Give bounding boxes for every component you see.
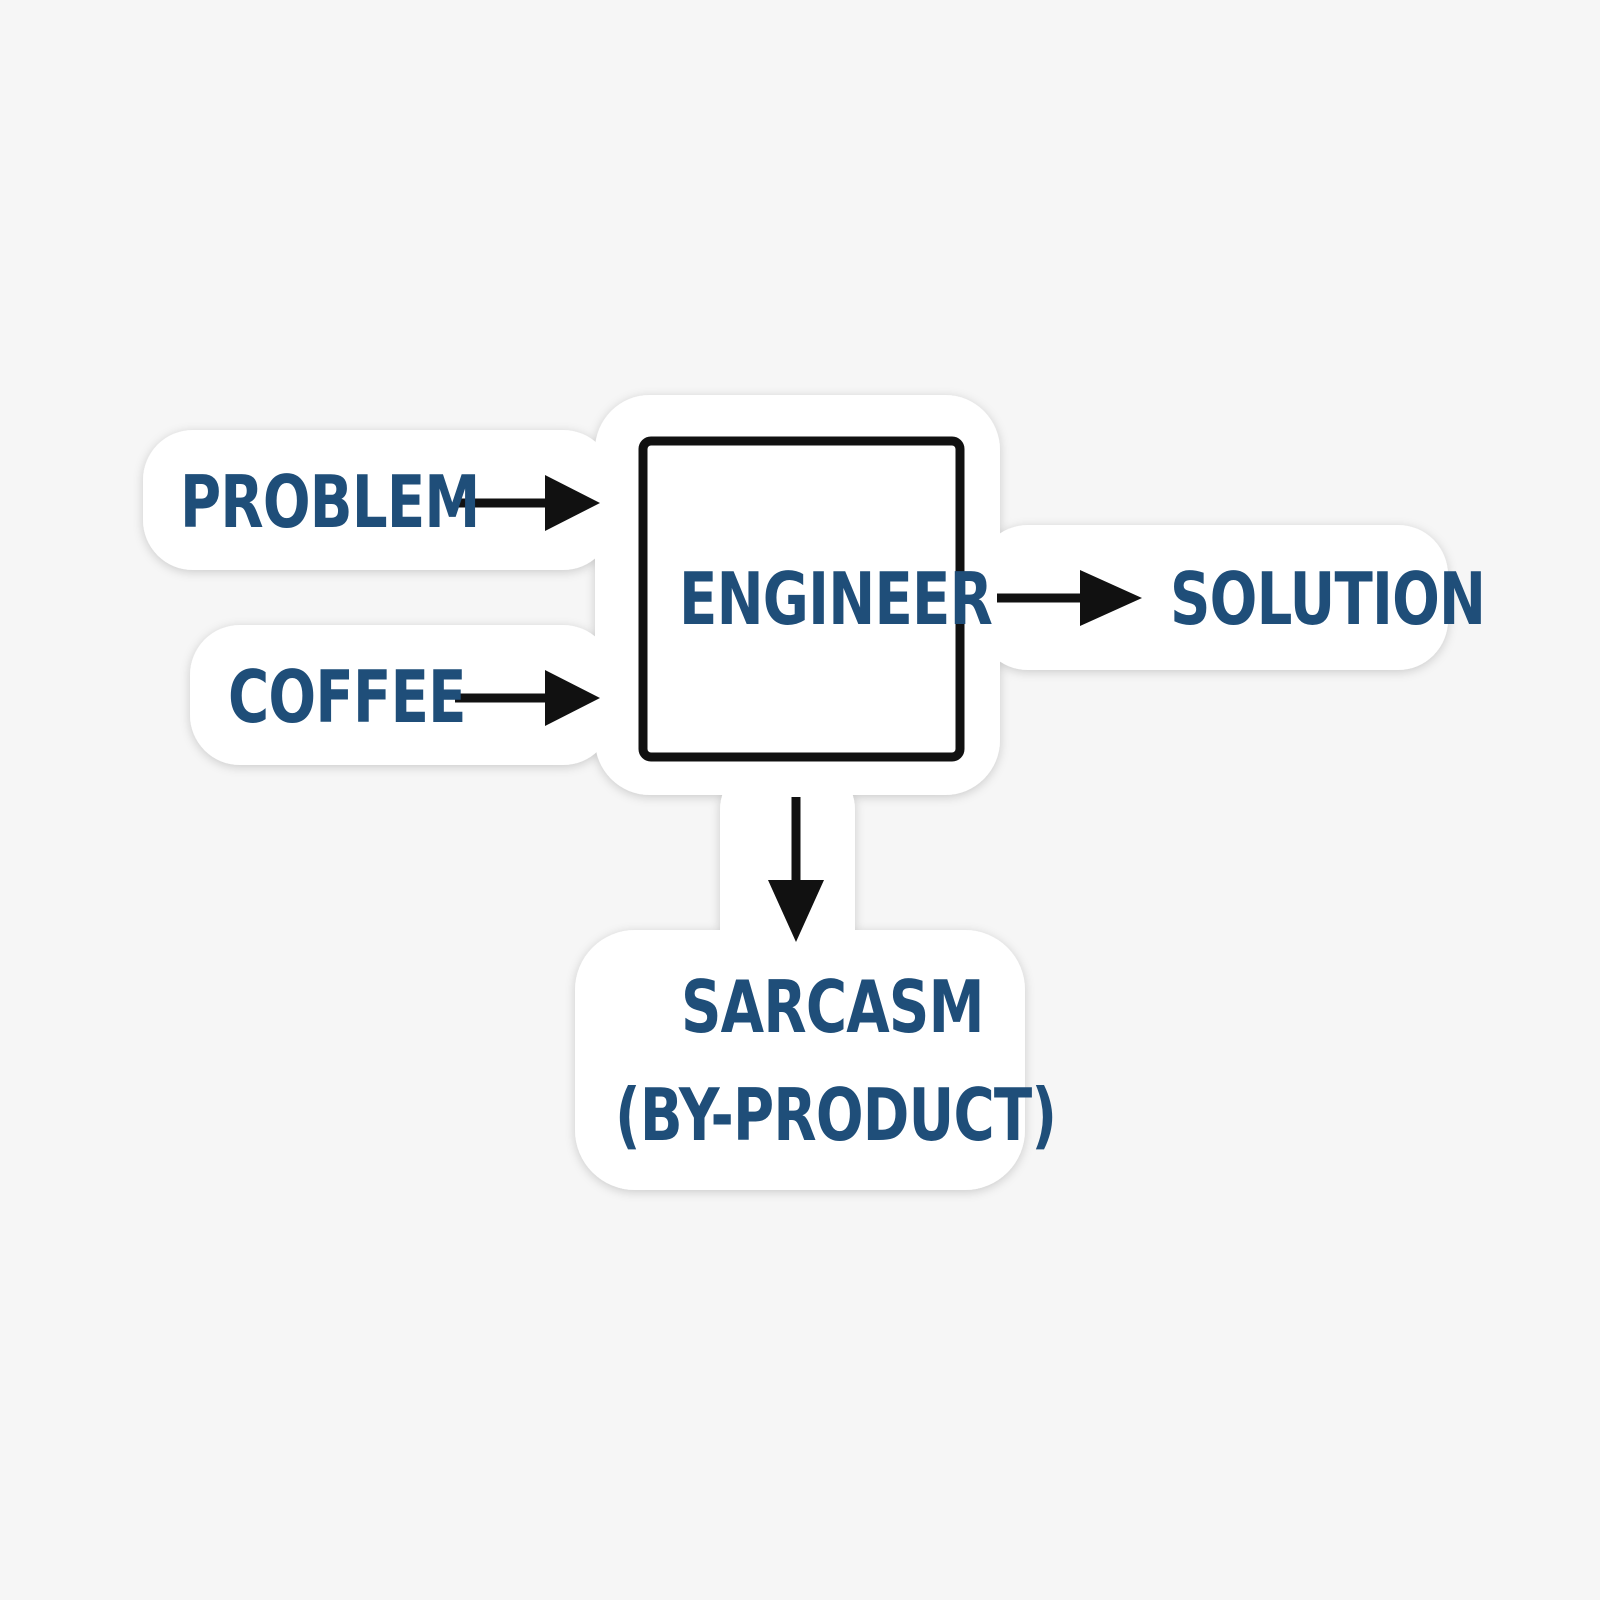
engineer-box <box>638 436 965 762</box>
byproduct-note-label: (BY-PRODUCT) <box>615 1073 1057 1157</box>
input-coffee-label: COFFEE <box>228 655 467 739</box>
input-problem-label: PROBLEM <box>180 460 480 544</box>
coffee-arrow <box>455 670 600 726</box>
output-solution-label: SOLUTION <box>1170 557 1486 641</box>
sarcasm-arrow <box>768 797 824 942</box>
byproduct-sarcasm-label: SARCASM <box>681 965 984 1049</box>
solution-arrow <box>997 570 1142 626</box>
process-engineer-label: ENGINEER <box>679 557 993 641</box>
problem-arrow <box>455 475 600 531</box>
